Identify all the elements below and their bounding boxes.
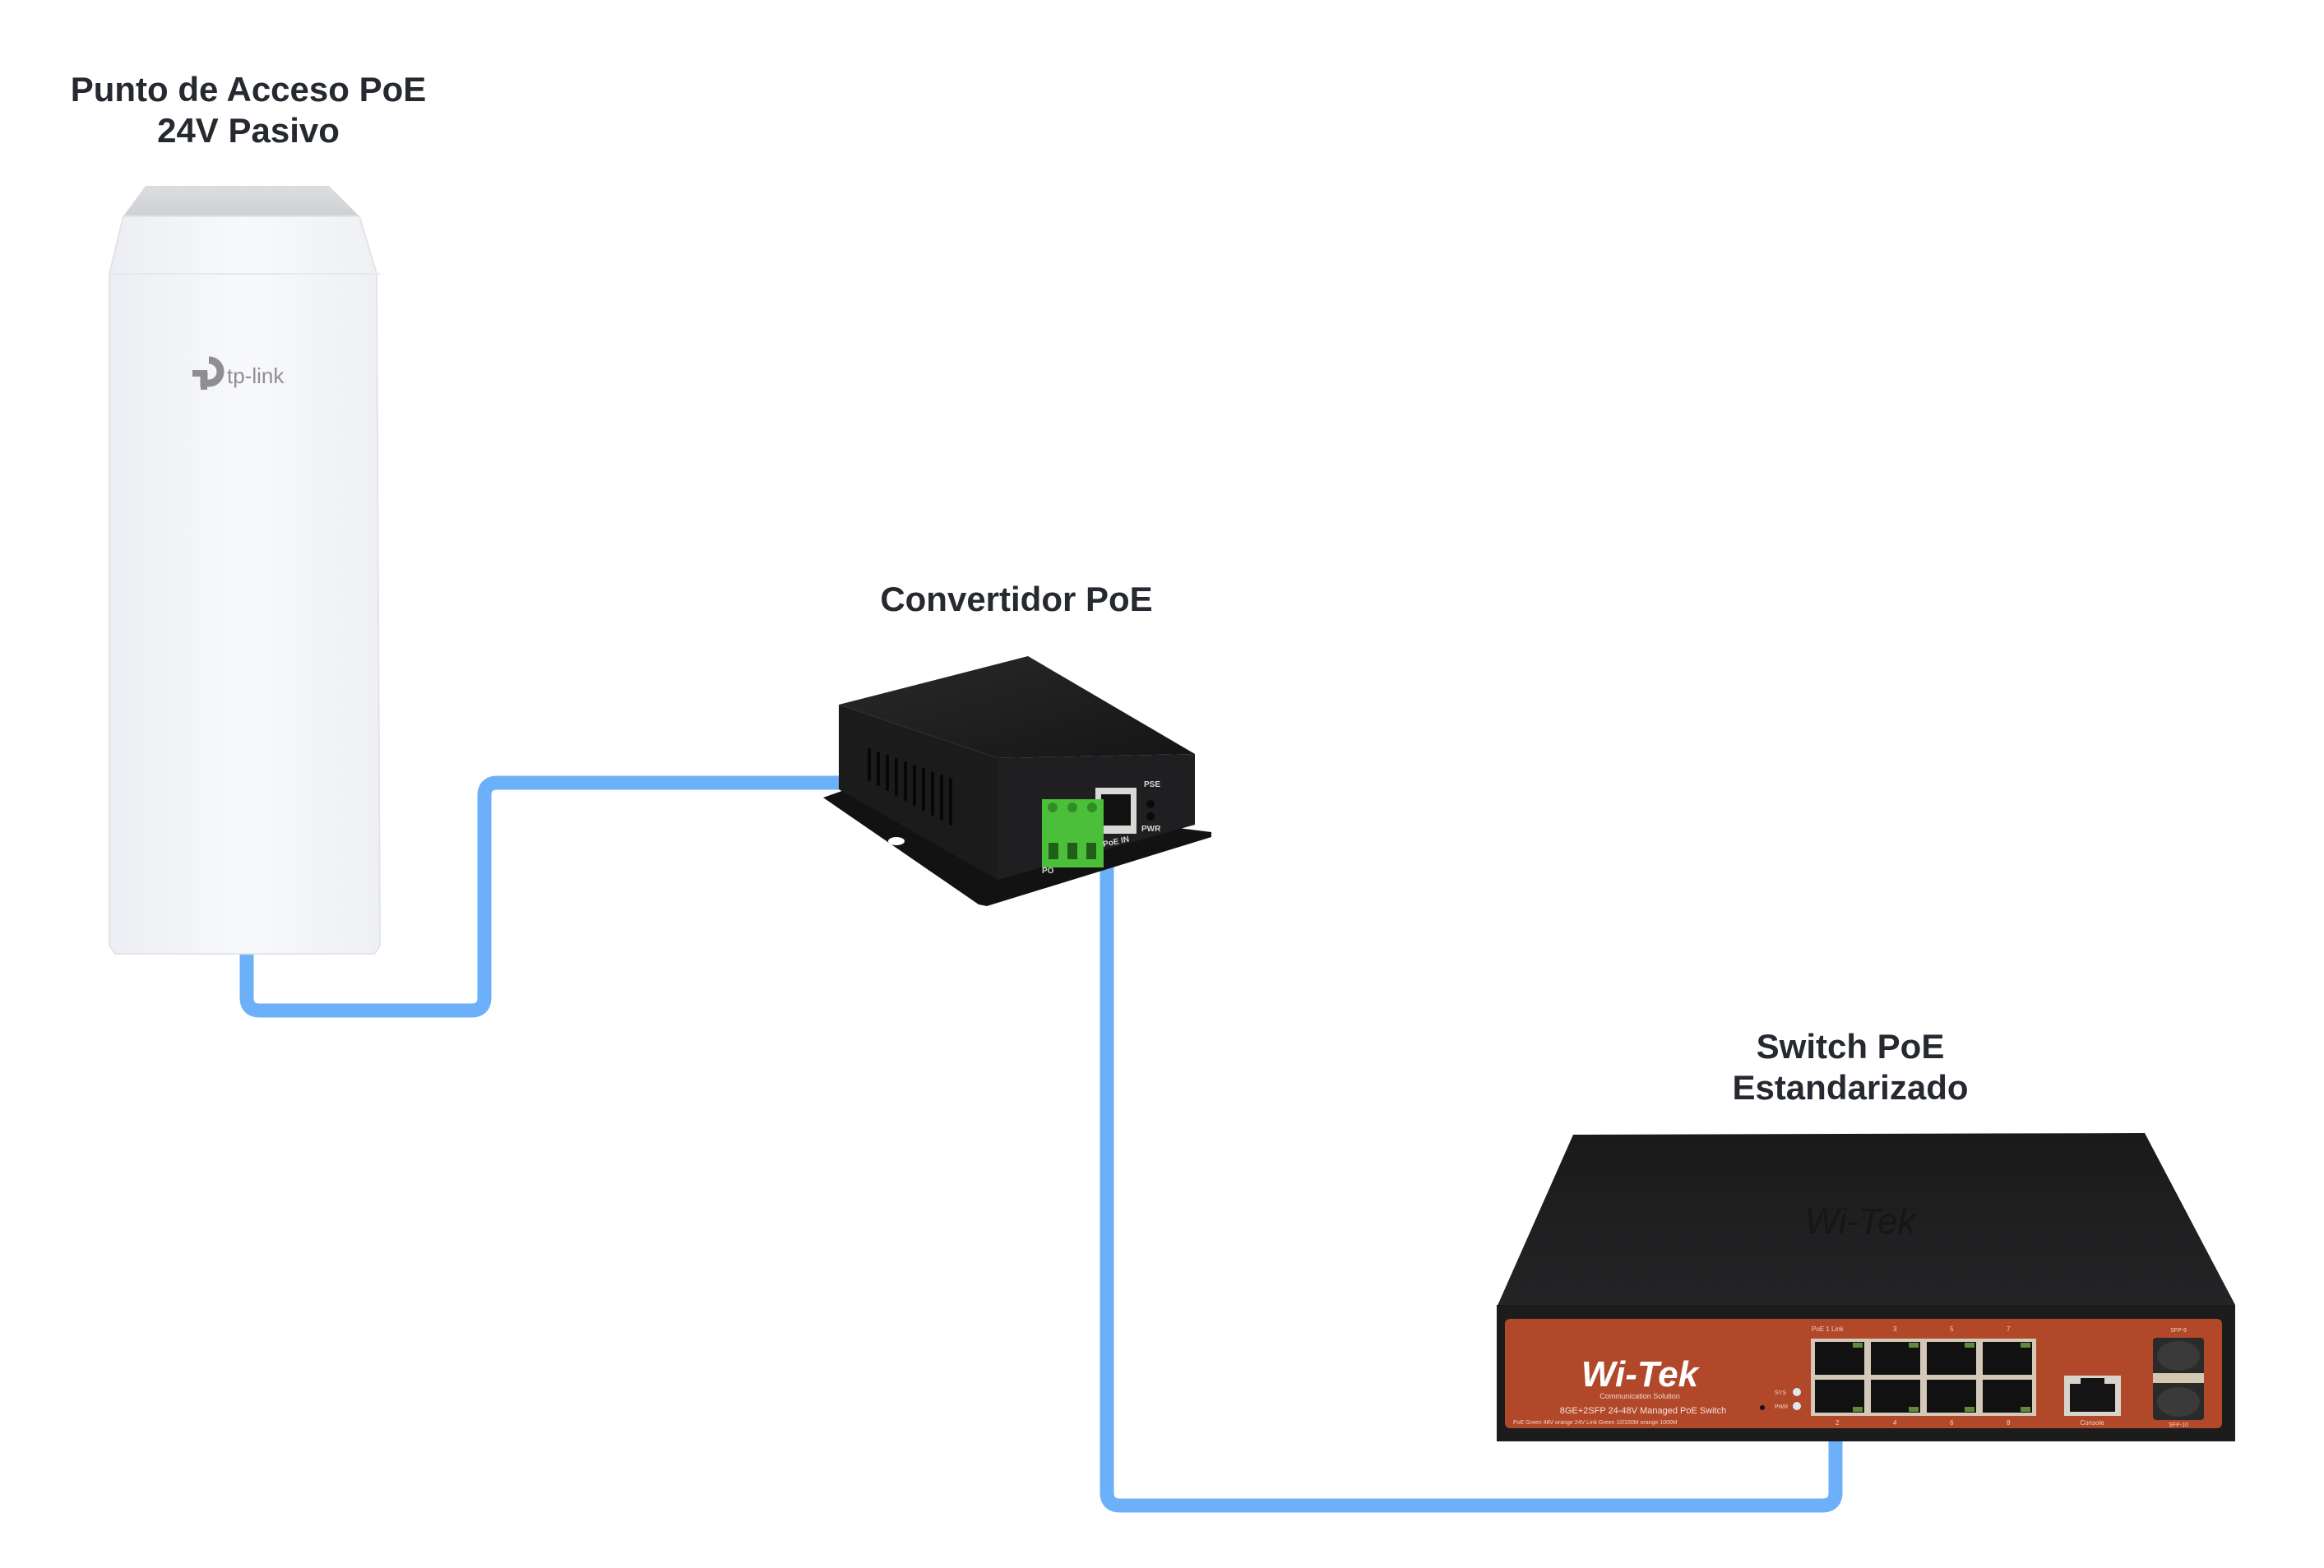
pwr-led-label: PWR (1775, 1404, 1788, 1410)
port-led (1853, 1407, 1863, 1412)
port-label-2: 2 (1836, 1419, 1840, 1427)
pse-label: PSE (1144, 780, 1160, 789)
cable-converter-to-switch (1100, 865, 1843, 1513)
console-label: Console (2080, 1419, 2104, 1427)
port-led (2021, 1343, 2030, 1348)
sfp-ports-icon (2153, 1338, 2204, 1420)
vent-slots (868, 748, 952, 826)
ap-brand-text: tp-link (227, 363, 285, 388)
port-led (2021, 1407, 2030, 1412)
converter-device[interactable]: PSE PWR PoE IN PO (823, 656, 1211, 906)
port-label-6: 6 (1950, 1419, 1954, 1427)
port-label-3: 3 (1893, 1325, 1897, 1333)
port-label-1: PoE 1 Link (1812, 1325, 1845, 1333)
switch-label-line1: Switch PoE (1756, 1027, 1945, 1066)
poe-converter-icon: PSE PWR PoE IN PO (823, 656, 1211, 906)
switch-top-logo: Wi-Tek (1805, 1201, 1918, 1242)
poe-switch-icon: Wi-Tek Wi-Tek Communication Solution 8GE… (1497, 1133, 2235, 1441)
port-label-5: 5 (1950, 1325, 1954, 1333)
terminal-block-icon (1042, 799, 1104, 867)
switch-legend: PoE Green 48V orange 24V Link Green 10/1… (1513, 1420, 1678, 1426)
sys-led (1793, 1388, 1801, 1396)
port-led (1965, 1407, 1974, 1412)
sfp-10-label: SFP-10 (2169, 1422, 2188, 1428)
pwr-led (1793, 1402, 1801, 1410)
reset-hole (1760, 1405, 1765, 1410)
cable-ap-to-converter (239, 775, 843, 1018)
ethernet-ports (1811, 1339, 2036, 1416)
poe-out-label: PO (1042, 867, 1054, 876)
access-point-label-line2: 24V Pasivo (157, 111, 340, 150)
outdoor-access-point-icon: tp-link (109, 186, 382, 955)
access-point-device[interactable]: tp-link (109, 186, 382, 955)
port-led (1965, 1343, 1974, 1348)
switch-device[interactable]: Wi-Tek Wi-Tek Communication Solution 8GE… (1497, 1133, 2235, 1441)
console-port-icon (2064, 1376, 2121, 1416)
port-led (1909, 1407, 1919, 1412)
access-point-label-line1: Punto de Acceso PoE (70, 70, 427, 109)
port-label-4: 4 (1893, 1419, 1897, 1427)
pse-led (1146, 800, 1155, 808)
port-label-8: 8 (2007, 1419, 2011, 1427)
mount-hole (888, 837, 905, 845)
switch-brand: Wi-Tek (1581, 1354, 1701, 1395)
switch-label: Switch PoE Estandarizado (1686, 1026, 2015, 1108)
pwr-led (1146, 812, 1155, 821)
access-point-label: Punto de Acceso PoE 24V Pasivo (49, 69, 447, 151)
switch-model: 8GE+2SFP 24-48V Managed PoE Switch (1560, 1406, 1727, 1416)
port-led (1853, 1343, 1863, 1348)
port-led (1909, 1343, 1919, 1348)
sfp-9-label: SFP-9 (2170, 1328, 2187, 1334)
tp-link-logo-icon: tp-link (192, 356, 285, 390)
switch-label-line2: Estandarizado (1732, 1068, 1969, 1107)
converter-label: Convertidor PoE (852, 579, 1181, 620)
port-label-7: 7 (2007, 1325, 2011, 1333)
switch-tagline: Communication Solution (1599, 1392, 1680, 1400)
sys-led-label: SYS (1775, 1390, 1786, 1396)
converter-label-text: Convertidor PoE (880, 580, 1153, 618)
pwr-label: PWR (1141, 825, 1161, 834)
